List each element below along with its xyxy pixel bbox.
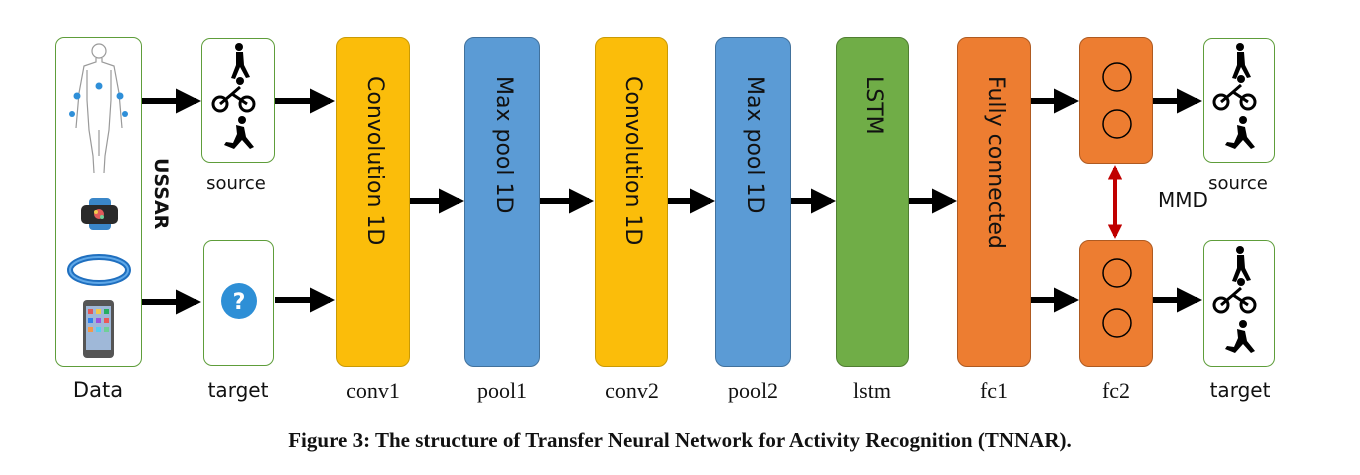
smartphone-icon bbox=[83, 300, 114, 358]
running-person-icon bbox=[1225, 116, 1255, 149]
figure-caption: Figure 3: The structure of Transfer Neur… bbox=[288, 428, 1072, 452]
neuron-circle bbox=[1102, 308, 1132, 338]
activity-icons-out-source bbox=[1212, 43, 1257, 149]
fc2-label: fc2 bbox=[1101, 378, 1131, 403]
walking-person-icon bbox=[1232, 43, 1251, 79]
layer-fc1: Fully connected bbox=[957, 37, 1031, 367]
activity-icons-out-target bbox=[1212, 246, 1257, 353]
layer-pool2-text: Max pool 1D bbox=[742, 76, 767, 214]
neuron-circle bbox=[1102, 258, 1132, 288]
source-input-box bbox=[201, 38, 275, 163]
cyclist-icon bbox=[1212, 286, 1257, 314]
sensor-illustration bbox=[67, 43, 131, 358]
ussar-label: USSAR bbox=[150, 158, 172, 230]
question-icon: ? bbox=[221, 283, 257, 319]
data-panel bbox=[55, 37, 142, 367]
layer-pool2-label: pool2 bbox=[727, 378, 779, 403]
running-person-icon bbox=[1225, 320, 1255, 353]
target-input-label: target bbox=[207, 378, 269, 402]
layer-conv2-text: Convolution 1D bbox=[620, 76, 645, 246]
walking-person-icon bbox=[231, 43, 250, 79]
layer-conv1-text: Convolution 1D bbox=[362, 76, 387, 246]
flow-arrows bbox=[142, 88, 1203, 315]
human-body-icon bbox=[75, 43, 123, 174]
data-label: Data bbox=[72, 378, 124, 402]
neuron-circle bbox=[1102, 62, 1132, 92]
layer-lstm: LSTM bbox=[836, 37, 909, 367]
target-output-box bbox=[1203, 240, 1275, 367]
layer-conv1: Convolution 1D bbox=[336, 37, 410, 367]
fc2-top-neurons bbox=[1102, 62, 1132, 139]
layer-conv2: Convolution 1D bbox=[595, 37, 668, 367]
cyclist-icon bbox=[1212, 83, 1257, 111]
layer-fc1-text: Fully connected bbox=[983, 76, 1008, 249]
layer-lstm-label: lstm bbox=[853, 378, 891, 403]
fc2-top-block bbox=[1079, 37, 1153, 164]
smartwatch-icon bbox=[81, 198, 118, 230]
layer-conv1-label: conv1 bbox=[346, 378, 400, 403]
source-input-label: source bbox=[206, 173, 266, 194]
mmd-label: MMD bbox=[1158, 188, 1208, 212]
svg-text:?: ? bbox=[233, 290, 246, 315]
layer-conv2-label: conv2 bbox=[605, 378, 659, 403]
layer-fc1-label: fc1 bbox=[979, 378, 1009, 403]
walking-person-icon bbox=[1232, 246, 1251, 282]
source-output-label: source bbox=[1208, 173, 1268, 194]
sensor-dots bbox=[69, 82, 128, 117]
layer-lstm-text: LSTM bbox=[861, 76, 886, 135]
activity-icons bbox=[211, 43, 256, 149]
fc2-bottom-neurons bbox=[1102, 258, 1132, 338]
cyclist-icon bbox=[211, 85, 256, 113]
layer-pool1: Max pool 1D bbox=[464, 37, 540, 367]
wristband-icon bbox=[67, 254, 131, 286]
target-input-box: ? bbox=[203, 240, 274, 366]
layer-pool1-label: pool1 bbox=[476, 378, 528, 403]
running-person-icon bbox=[224, 116, 254, 149]
source-output-box bbox=[1203, 38, 1275, 163]
target-output-label: target bbox=[1209, 378, 1271, 402]
neuron-circle bbox=[1102, 109, 1132, 139]
layer-pool2: Max pool 1D bbox=[715, 37, 791, 367]
question-icon-wrap: ? bbox=[221, 283, 257, 319]
layer-pool1-text: Max pool 1D bbox=[491, 76, 516, 214]
fc2-bottom-block bbox=[1079, 240, 1153, 367]
